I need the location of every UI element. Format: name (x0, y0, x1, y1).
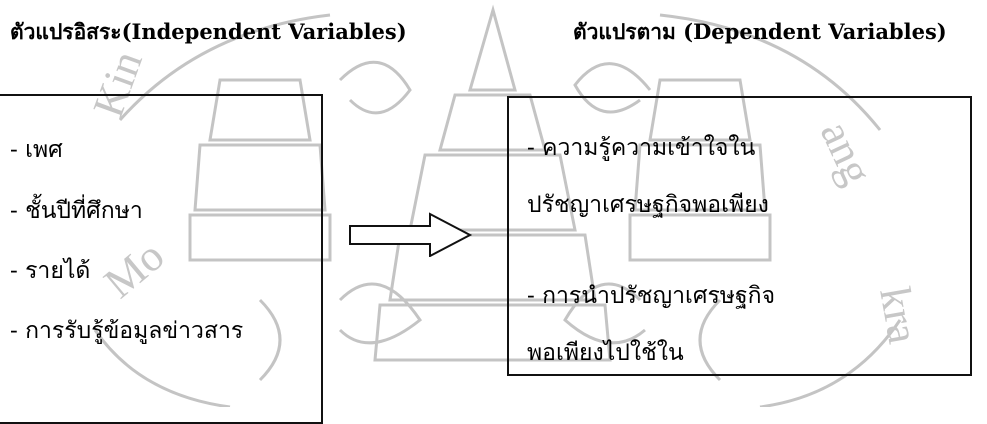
right-arrow-icon (349, 212, 473, 257)
independent-item-gender: - เพศ (10, 137, 63, 163)
dependent-variables-box (507, 96, 972, 376)
dependent-variables-heading: ตัวแปรตาม (Dependent Variables) (573, 19, 947, 44)
dependent-item-application: - การนำปรัชญาเศรษฐกิจ (527, 283, 776, 309)
dependent-item-knowledge: - ความรู้ความเข้าใจใน (527, 135, 756, 161)
dependent-item-application-cont: พอเพียงไปใช้ใน (527, 340, 684, 366)
independent-item-income: - รายได้ (10, 258, 91, 284)
independent-item-news-perception: - การรับรู้ข้อมูลข่าวสาร (10, 318, 244, 344)
independent-item-year-of-study: - ชั้นปีที่ศึกษา (10, 198, 143, 224)
university-seal-watermark: Kin Mo ang kra (83, 4, 928, 407)
dependent-item-knowledge-cont: ปรัชญาเศรษฐกิจพอเพียง (527, 192, 769, 218)
svg-text:kra: kra (870, 283, 928, 347)
independent-variables-heading: ตัวแปรอิสระ(Independent Variables) (10, 19, 407, 44)
